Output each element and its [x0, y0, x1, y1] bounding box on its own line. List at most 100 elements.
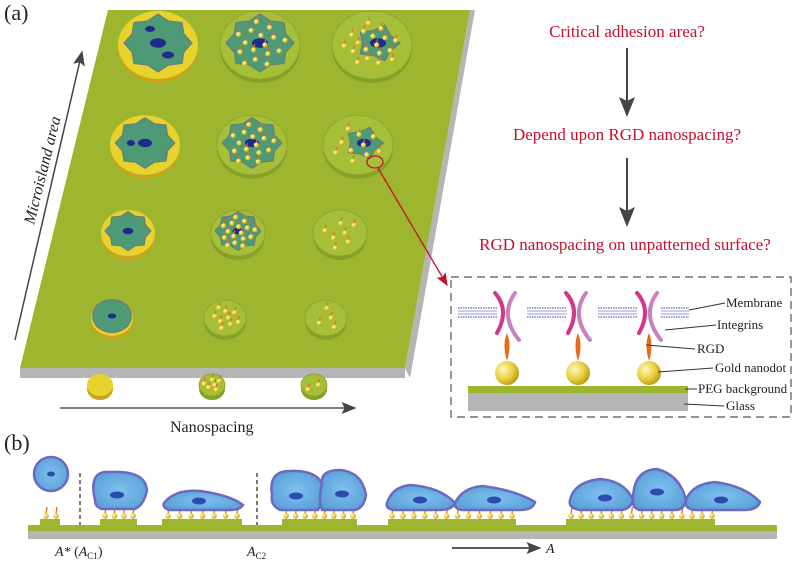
peg-microisland — [282, 519, 357, 525]
gold-nanodot — [370, 33, 376, 39]
gold-nanodot — [315, 382, 322, 388]
microisland-r1-c1 — [118, 11, 198, 83]
nanopatterned-island — [312, 209, 368, 257]
microisland-r3-c2 — [210, 209, 266, 260]
label-a: A — [545, 542, 555, 557]
rgd-ligand — [362, 138, 366, 144]
gold-nanodot — [258, 33, 264, 39]
cell-body — [568, 477, 635, 512]
gold-nanodot — [265, 51, 271, 57]
gold-nanodot — [267, 24, 273, 31]
gold-nanodot — [271, 138, 277, 144]
gold-nanodot — [212, 382, 218, 388]
rgd-ligand — [239, 45, 242, 51]
gold-nanodot — [658, 513, 665, 519]
rgd-ligand — [250, 230, 253, 236]
gold-nanodot — [338, 220, 344, 227]
gold-nanodot — [498, 513, 504, 519]
gold-island — [87, 373, 113, 397]
rgd-ligand — [252, 130, 255, 135]
peg-microisland — [40, 519, 60, 525]
rgd-ligand — [55, 506, 58, 515]
rgd-ligand — [235, 211, 238, 216]
rgd-ligand — [219, 315, 223, 320]
gold-nanodot — [331, 324, 337, 330]
rgd-ligand — [255, 138, 258, 144]
gold-nanodot — [176, 513, 183, 519]
leader-rgd — [645, 344, 696, 350]
gold-nanodot — [354, 59, 361, 66]
gold-nanodot — [220, 223, 227, 229]
rgd-ligand — [324, 224, 327, 229]
peg-microisland — [100, 519, 137, 525]
rgd-ligand — [215, 383, 218, 388]
rgd-ligand — [318, 317, 321, 322]
rgd-ligand — [389, 44, 392, 49]
y-axis-arrow — [14, 50, 85, 341]
integrin-rgd-unit — [564, 291, 592, 385]
gold-nanodot — [206, 385, 212, 391]
gold-nanodot — [53, 513, 59, 519]
gold-nanodot — [237, 49, 243, 55]
gold-nanodot — [230, 133, 236, 139]
peg-microisland — [162, 519, 242, 525]
gold-nanodot — [356, 132, 362, 138]
gold-nanodot — [668, 513, 675, 519]
rgd-ligand — [378, 47, 382, 52]
question-rgd-dependence: Depend upon RGD nanospacing? — [513, 125, 741, 144]
rgd-ligand — [218, 301, 221, 307]
gold-nanodot — [225, 242, 231, 249]
gold-nanodot — [341, 43, 348, 49]
cell-nucleus — [487, 496, 501, 504]
gold-nanodot — [566, 361, 590, 385]
gold-nanodot — [222, 513, 229, 519]
rgd-ligand — [273, 31, 276, 36]
gold-nanodot — [241, 218, 248, 224]
gold-nanodot — [229, 220, 235, 226]
rgd-ligand — [238, 136, 241, 142]
rgd-ligand — [352, 45, 355, 50]
rgd-ligand — [357, 36, 360, 42]
microisland-r5-c2 — [198, 373, 226, 401]
integrin-beta — [506, 291, 521, 342]
gold-nanodot — [364, 152, 370, 158]
gold-nanodot — [252, 227, 258, 233]
peg-microisland — [566, 519, 715, 525]
cell-nucleus — [162, 51, 174, 59]
gold-nanodot — [699, 513, 705, 519]
label-glass: Glass — [726, 398, 755, 413]
rgd-ligand — [630, 506, 634, 515]
rgd-ligand — [240, 226, 243, 232]
gold-nanodot — [212, 313, 218, 320]
cell-body — [92, 470, 149, 511]
gold-nanodot — [709, 513, 715, 519]
cell-nucleus — [598, 494, 612, 502]
gold-nanodot — [648, 513, 655, 519]
gold-nanodot — [476, 513, 483, 519]
gold-nanodot — [389, 513, 395, 519]
gold-nanodot — [256, 150, 262, 156]
panel-b-stages — [32, 455, 762, 525]
gold-nanodot — [248, 27, 254, 34]
inset-border — [450, 276, 792, 418]
rgd-ligand — [278, 44, 281, 50]
gold-nanodot — [495, 361, 519, 385]
gold-nanodot — [330, 235, 337, 241]
gold-nanodot — [328, 315, 334, 321]
gold-nanodot — [331, 513, 337, 519]
rgd-ligand — [333, 321, 336, 326]
gold-nanodot — [421, 513, 428, 519]
rgd-ligand — [351, 28, 354, 34]
integrin-rgd-unit — [635, 291, 663, 385]
rgd-ligand — [352, 155, 355, 160]
gold-nanodot — [370, 134, 376, 140]
gold-nanodot — [213, 387, 219, 393]
gold-nanodot — [235, 158, 242, 164]
b-glass-right — [380, 531, 777, 539]
rgd-ligand — [365, 43, 368, 48]
gold-nanodot — [465, 513, 472, 519]
gold-nanodot — [242, 60, 248, 67]
gold-nanodot — [598, 513, 605, 519]
rgd-ligand — [246, 221, 249, 227]
rgd-ligand — [244, 57, 247, 62]
